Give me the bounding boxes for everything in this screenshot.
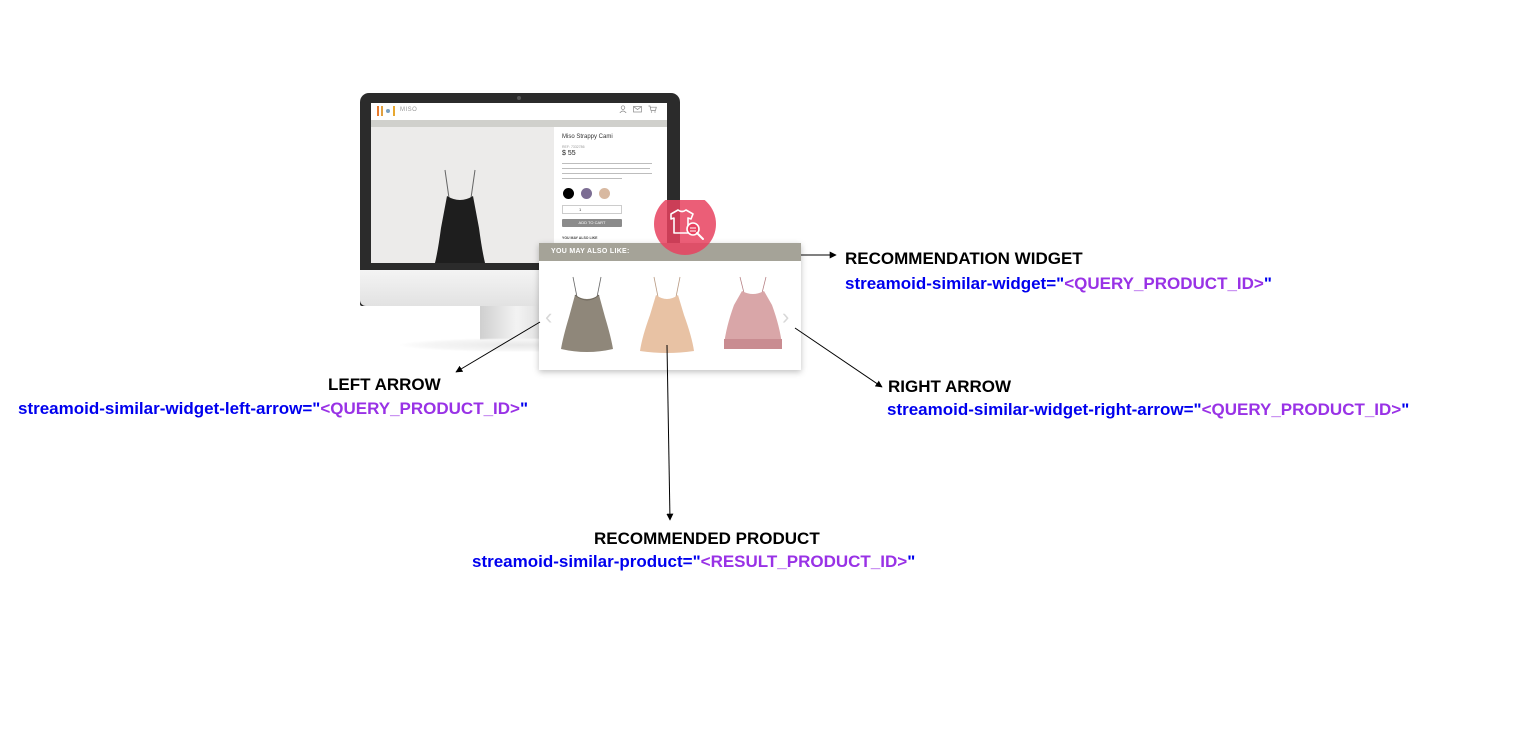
color-swatch[interactable] — [599, 188, 610, 199]
attr-name: streamoid-similar-widget=" — [845, 274, 1065, 293]
widget-annotation-title: RECOMMENDATION WIDGET — [845, 249, 1083, 268]
right-arrow-button[interactable]: › — [782, 304, 790, 329]
attr-value: <RESULT_PRODUCT_ID> — [700, 552, 908, 571]
attr-close: " — [1401, 400, 1410, 419]
black-cami-icon — [434, 169, 486, 263]
logo-mark-icon — [393, 106, 395, 116]
attr-name: streamoid-similar-widget-left-arrow=" — [18, 399, 321, 418]
color-swatch[interactable] — [563, 188, 574, 199]
attr-name: streamoid-similar-product=" — [472, 552, 701, 571]
color-swatch[interactable] — [581, 188, 592, 199]
recommendation-widget: YOU MAY ALSO LIKE: ‹ › — [539, 243, 801, 370]
left-arrow-annotation-code: streamoid-similar-widget-left-arrow="<QU… — [18, 399, 528, 419]
right-arrow-connector — [794, 327, 883, 388]
monitor-camera — [517, 96, 521, 100]
attr-close: " — [519, 399, 529, 418]
product-name: Miso Strappy Cami — [562, 134, 613, 140]
product-annotation-code: streamoid-similar-product="<RESULT_PRODU… — [472, 552, 915, 572]
taupe-cami-icon[interactable] — [559, 275, 615, 355]
product-annotation-title: RECOMMENDED PRODUCT — [594, 529, 820, 548]
product-hero-image — [371, 127, 554, 263]
site-header: MISO — [371, 103, 667, 120]
logo-mark-icon — [381, 106, 383, 116]
left-arrow-connector — [455, 321, 541, 373]
widget-annotation-code: streamoid-similar-widget="<QUERY_PRODUCT… — [845, 274, 1272, 294]
attr-name: streamoid-similar-widget-right-arrow=" — [887, 400, 1202, 419]
attr-value: <QUERY_PRODUCT_ID> — [320, 399, 520, 418]
attr-value: <QUERY_PRODUCT_ID> — [1201, 400, 1402, 419]
logo-mark-icon — [377, 106, 379, 116]
mail-icon[interactable] — [633, 105, 642, 116]
widget-title: YOU MAY ALSO LIKE: — [551, 248, 630, 255]
user-icon[interactable] — [619, 105, 627, 116]
description-line — [562, 163, 652, 165]
brand-name: MISO — [400, 107, 418, 113]
attr-close: " — [907, 552, 916, 571]
similar-search-icon — [654, 200, 716, 255]
peach-cami-icon[interactable] — [638, 275, 696, 355]
left-arrow-button[interactable]: ‹ — [545, 304, 553, 329]
logo-dot-icon — [386, 109, 390, 113]
product-connector — [666, 344, 674, 521]
quantity-stepper[interactable]: 1 — [562, 205, 622, 214]
quantity-value: 1 — [579, 207, 582, 212]
description-line — [562, 168, 650, 170]
description-line — [562, 178, 622, 180]
attr-value: <QUERY_PRODUCT_ID> — [1064, 274, 1264, 293]
widget-header: YOU MAY ALSO LIKE: — [539, 243, 801, 261]
right-arrow-annotation-code: streamoid-similar-widget-right-arrow="<Q… — [887, 400, 1409, 420]
product-ref: REF: 7332786 — [562, 145, 585, 149]
attr-close: " — [1263, 274, 1272, 293]
cart-icon[interactable] — [648, 105, 657, 116]
add-to-cart-button[interactable]: ADD TO CART — [562, 219, 622, 227]
monitor-screen: MISO Miso Strappy Cami REF: 7332786 $ 55… — [371, 103, 667, 263]
left-arrow-annotation-title: LEFT ARROW — [328, 375, 441, 394]
pink-cami-icon[interactable] — [720, 275, 786, 355]
you-may-also-like-label: YOU MAY ALSO LIKE — [562, 236, 598, 240]
nav-strip — [371, 120, 667, 127]
description-line — [562, 173, 652, 175]
product-price: $ 55 — [562, 150, 576, 157]
right-arrow-annotation-title: RIGHT ARROW — [888, 377, 1012, 396]
